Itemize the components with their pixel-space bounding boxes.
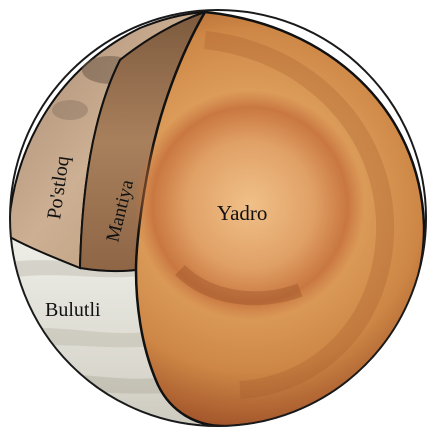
crust-patch <box>52 100 88 120</box>
clouds-label: Bulutli <box>45 299 101 321</box>
core-label: Yadro <box>217 201 267 225</box>
